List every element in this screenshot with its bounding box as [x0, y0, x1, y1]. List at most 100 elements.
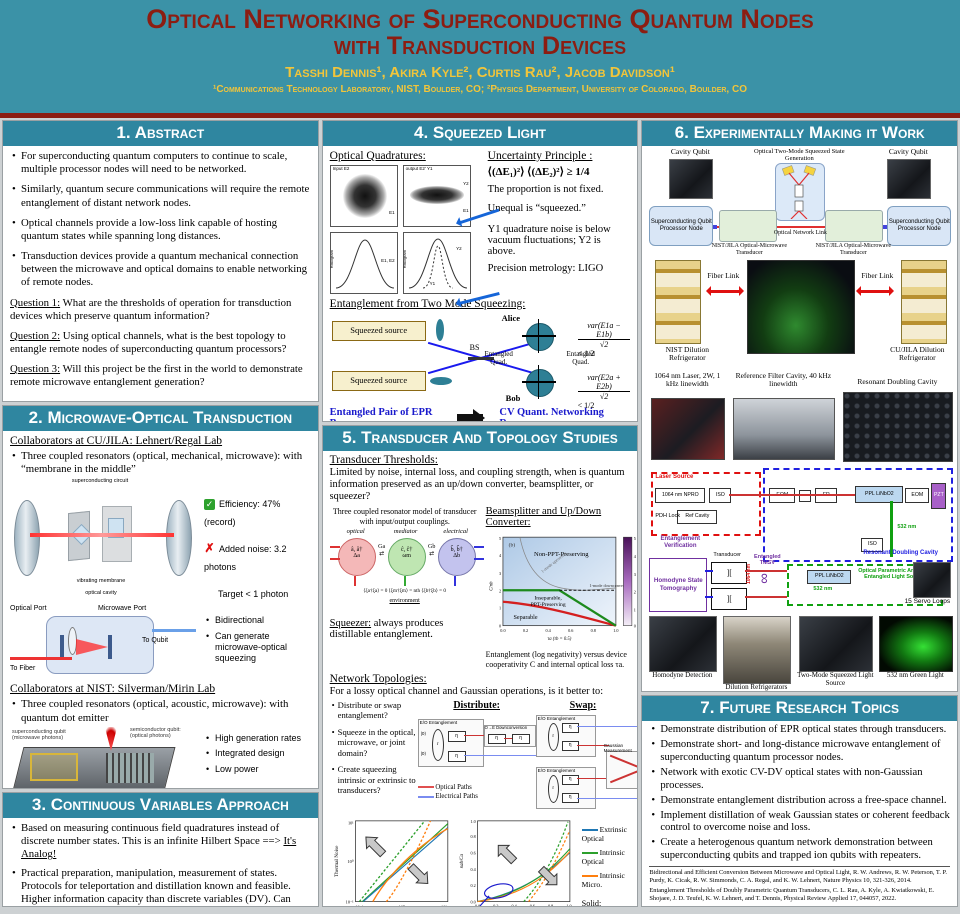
cavity-qubit-right-photo [887, 159, 932, 199]
electrical-loss [453, 575, 456, 586]
quadrature-plots: Input E2 E1 output E2' Y1 Y2 E1 [329, 165, 480, 294]
thresholds-heading: Transducer Thresholds: [329, 454, 438, 466]
plot-label-input: Input E2 [332, 166, 350, 171]
laser-source-label: Laser Source [655, 474, 694, 480]
eo-label-2: E/O Entanglement [537, 715, 576, 721]
acoustic-gratings [106, 752, 154, 783]
hist-label-1: E1, E2 [381, 258, 395, 263]
eom-box-2: EOM [905, 488, 930, 503]
label-1064nm: 1064 nm [746, 563, 753, 584]
cu-fridge-label: CU/JILA Dilution Refrigerator [890, 345, 945, 363]
scatter-round-plot: Input E2 E1 [329, 165, 398, 227]
doubling-cavity-box [763, 468, 954, 562]
electrical-out [473, 557, 484, 560]
port-bullet: Bidirectional [206, 615, 311, 626]
cujila-heading: Collaborators at CU/JILA: Lehnert/Regal … [10, 435, 223, 447]
future-bullet: Demonstrate distribution of EPR optical … [649, 724, 950, 737]
optical-network-link-label: Optical Network Link [773, 230, 827, 236]
swap-heading: Swap: [569, 699, 597, 711]
label-optical-cavity: optical cavity [85, 590, 117, 597]
coupling-gb: Gb⇄ [428, 543, 436, 557]
cross-icon: ✗ [204, 541, 215, 556]
svg-text:0.4: 0.4 [470, 867, 475, 872]
label-superconducting-circuit: superconducting circuit [71, 478, 129, 485]
mediator-label: mediator [393, 527, 418, 535]
ref-cavity-box: Ref Cavity [677, 510, 718, 524]
svg-text:1-mode downconvert: 1-mode downconvert [589, 583, 626, 588]
infinity-icon: ∞ [756, 573, 774, 584]
svg-text:0: 0 [633, 624, 635, 629]
nist-lab-bullet: High generation rates [206, 733, 311, 744]
distribute-heading: Distribute: [453, 699, 500, 711]
chip-diagram: superconducting qubit (microwave photons… [10, 726, 196, 788]
alice-axis-h [521, 335, 556, 337]
variance-bound-2: < 1/2 [577, 401, 595, 410]
model-caption: Three coupled resonator model of transdu… [332, 507, 477, 526]
electrical-path-2 [576, 725, 638, 728]
cv-resource-text: CV Quant. Networking Resource [499, 407, 604, 421]
electrical-in [473, 545, 484, 548]
membrane-diagram: superconducting circuit vibrating membra… [10, 478, 198, 600]
tmss-ellipse-1: r [431, 728, 444, 761]
variance-formula-2: var(E2a + E2b)√2 [577, 373, 631, 401]
svg-text:Inseparable,: Inseparable, [534, 596, 562, 602]
legend-solid: Solid: distribution [581, 898, 602, 906]
question-3-text: Will this project be the first in the wo… [10, 363, 303, 389]
fridges-photo-label: Dilution Refrigerators [725, 683, 788, 691]
check-icon: ✓ [204, 499, 215, 511]
affiliations: ¹Communications Technology Laboratory, N… [212, 83, 747, 95]
efficiency-stat: Efficiency: 47% (record) [204, 499, 281, 528]
gold-circuit [30, 752, 78, 781]
banner: Optical Networking of Superconducting Qu… [0, 0, 960, 113]
electrical-path-swatch [417, 795, 434, 798]
svg-text:0.2: 0.2 [470, 883, 475, 888]
otm-label: Optical Two-Mode Squeezed State Generati… [754, 148, 845, 163]
svg-text:Thermal Noise: Thermal Noise [334, 845, 340, 877]
epr-text: Entangled Pair of EPR Beams [329, 407, 433, 421]
transducer-body [46, 616, 154, 675]
topology-bullets: Distribute or swap entanglement?Squeeze … [330, 700, 418, 815]
squeezed-source-1: Squeezed source [331, 321, 426, 341]
svg-text:Non-PPT-Preserving: Non-PPT-Preserving [534, 551, 589, 558]
beamsplitter-heading: Beamsplitter and Up/Down Converter: [485, 506, 602, 529]
plot-label-e1: E1 [389, 210, 395, 216]
label-optical-port: Optical Port [10, 605, 47, 613]
svg-text:4: 4 [633, 554, 636, 559]
nist-fridge-label: NIST Dilution Refrigerator [665, 345, 710, 363]
alice-state [525, 323, 554, 351]
optical-out [329, 557, 340, 560]
squeezer-text: always produces distillable entanglement… [329, 617, 444, 640]
tmss-ellipse-2: r [547, 722, 559, 751]
red-beam-4 [745, 596, 788, 598]
iso-box-1: ISO [709, 488, 732, 503]
legend-intrinsic-optical: Intrinsic Optical [581, 847, 625, 866]
fiber-link-right-label: Fiber Link [861, 271, 894, 280]
servo-photo [913, 562, 952, 598]
plot-label-y2: Y2 [463, 181, 469, 186]
banner-divider [0, 113, 960, 118]
fridges-photo [723, 616, 792, 684]
uncertainty-heading: Uncertainty Principle : [487, 150, 593, 162]
squeeze-ellipse-v [435, 319, 444, 341]
npro-box: 1064 nm NPRO [655, 488, 706, 503]
servo-label: 15 Servo Loops [904, 598, 951, 605]
reference-1: Bidirectional and Efficient Conversion B… [649, 869, 947, 885]
right-column: 6. Experimentally Making it Work Cavity … [641, 120, 959, 907]
cv-bullet-1: Based on measuring continuous field quad… [21, 822, 284, 848]
rdc-label: Resonant Doubling Cavity [863, 550, 939, 556]
middle-column: 4. Squeezed Light Optical Quadratures: I… [321, 120, 639, 907]
label-to-qubit: To Qubit [142, 637, 169, 645]
fiber-link-left-label: Fiber Link [707, 271, 740, 280]
mediator-resonator: ĉ, ĉ†ωm [387, 537, 426, 576]
section-2-header: 2. Microwave-Optical Transduction [3, 406, 318, 431]
tmss-photo [799, 616, 874, 672]
red-beam-2 [765, 494, 856, 496]
lab-table-photo [747, 260, 856, 354]
link-transmission-plot: 0.00.20.40.60.81.0 0.00.20.40.60.81.0 τa… [456, 817, 578, 906]
fridge-row: Fiber Link Fiber Link NIST Dilution Refr… [647, 260, 952, 370]
entangled-quad-label-1a: Entangled [484, 350, 513, 358]
equipment-row: 1064 nm Laser, 2W, 1 kHz linewidth Refer… [647, 370, 954, 466]
authors: Tasshi Dennis¹, Akira Kyle², Curtis Rau²… [285, 63, 675, 81]
variance-bound-1: < 1/2 [577, 349, 595, 358]
